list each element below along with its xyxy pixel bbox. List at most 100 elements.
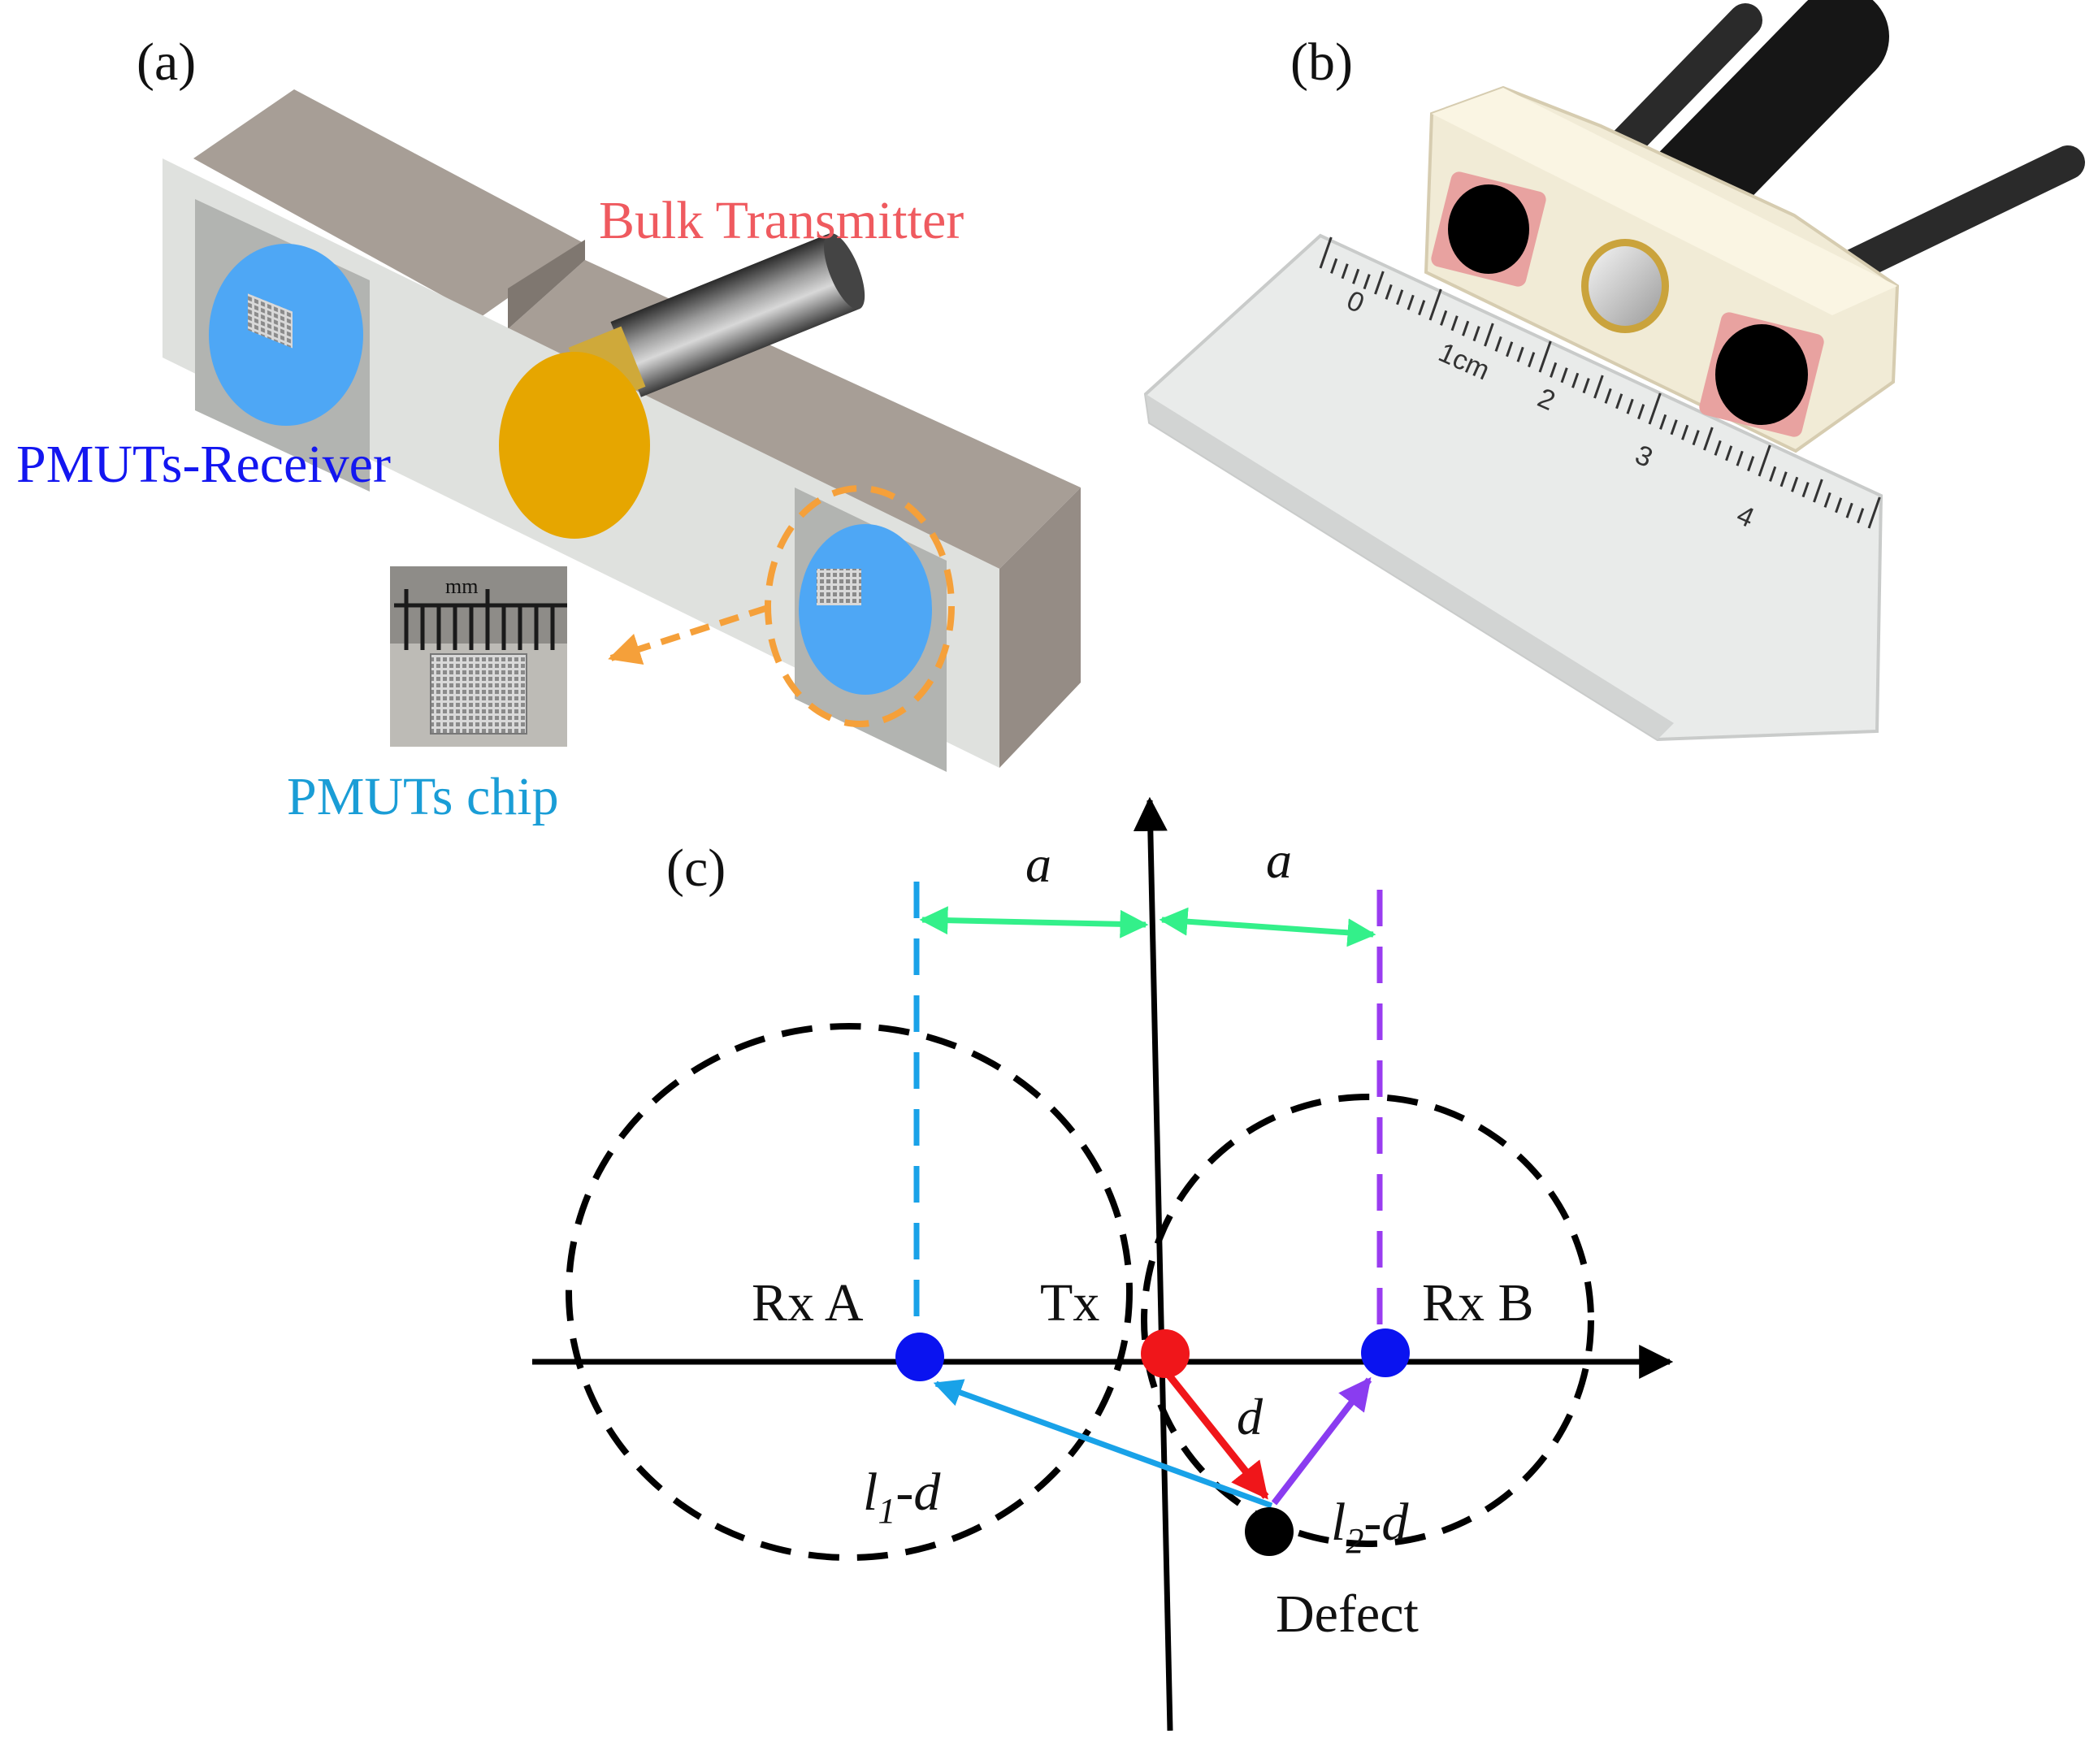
- bulk-transmitter-label: Bulk Transmitter: [599, 191, 964, 250]
- chip-callout-circle: [765, 485, 955, 727]
- defect-label: Defect: [1276, 1584, 1419, 1644]
- ruler-tick: [1714, 440, 1722, 456]
- panel-a-label: (a): [137, 33, 196, 92]
- l1-base: l: [863, 1463, 878, 1522]
- ruler-tick: [1703, 427, 1714, 451]
- tx-label: Tx: [1040, 1273, 1099, 1333]
- probe-housing-side: [999, 488, 1081, 768]
- ruler-tick: [1484, 323, 1494, 347]
- panel-a: (a): [16, 33, 1081, 826]
- ruler-tick: [1352, 268, 1360, 284]
- ruler-tick: [1637, 404, 1645, 420]
- ruler-tick: [1450, 315, 1459, 332]
- transmitter-disk: [499, 352, 650, 539]
- ruler-tick: [1670, 419, 1678, 436]
- ruler-tick: [1758, 444, 1771, 477]
- ruler-tick: [1692, 430, 1700, 446]
- panel-b-label: (b): [1290, 33, 1353, 92]
- ruler-tick: [1440, 310, 1448, 326]
- ruler-tick: [1428, 288, 1442, 321]
- spacing-arrow-right: [1159, 907, 1376, 947]
- spacing-arrow-left: [919, 906, 1149, 938]
- ruler-tick: [1857, 508, 1865, 524]
- ruler-tick: [1779, 471, 1788, 488]
- ruler-tick: [1407, 294, 1415, 310]
- right-receiver-disk: [799, 524, 932, 695]
- ruler-tick: [1528, 352, 1536, 368]
- left-pmut-chip-icon: [248, 293, 293, 349]
- d-label: d: [1237, 1388, 1264, 1445]
- l2-base: l: [1331, 1493, 1346, 1552]
- ruler-tick: [1769, 466, 1777, 482]
- chip-callout-arrow: [608, 605, 769, 665]
- defect-to-rx-a-path: [933, 1379, 1273, 1509]
- rx-b-dot: [1361, 1328, 1410, 1377]
- l2-subscript: 2: [1346, 1521, 1363, 1561]
- spacing-label-right: a: [1266, 831, 1292, 889]
- ruler-edge: [1146, 394, 1674, 739]
- ruler-tick: [1550, 362, 1558, 378]
- pmuts-chip-label: PMUTs chip: [287, 767, 559, 826]
- ruler-tick: [1341, 263, 1349, 280]
- y-axis: [1133, 796, 1173, 1731]
- l2-d-label: l2-d: [1331, 1493, 1409, 1561]
- ruler-tick: [1418, 300, 1426, 316]
- ruler-tick: [1516, 346, 1524, 362]
- ruler-tick: [1725, 445, 1733, 462]
- ruler-tick: [1867, 496, 1881, 529]
- ruler-tick: [1791, 476, 1799, 492]
- rx-a-ellipse: [566, 1023, 1133, 1561]
- ruler-tick: [1626, 398, 1634, 414]
- ruler-tick: [1538, 340, 1552, 373]
- ruler-tick: [1582, 378, 1590, 394]
- ruler-tick: [1681, 424, 1689, 440]
- ruler-tick: [1363, 274, 1371, 290]
- ruler-tick: [1747, 456, 1755, 472]
- ruler-tick: [1472, 326, 1480, 342]
- l1-suffix: -d: [895, 1463, 941, 1522]
- ruler-tick: [1593, 375, 1604, 399]
- ruler-tick: [1396, 289, 1404, 306]
- ruler-tick: [1571, 372, 1580, 388]
- tx-to-defect-path: [1163, 1369, 1269, 1500]
- l1-d-label: l1-d: [863, 1463, 941, 1531]
- ruler-tick: [1319, 236, 1333, 269]
- ruler-tick: [1736, 450, 1744, 466]
- probe-housing-top: [193, 89, 585, 317]
- panel-c-label: (c): [666, 839, 726, 898]
- ruler-tick: [1385, 284, 1393, 300]
- spacing-label-left: a: [1025, 835, 1051, 893]
- tx-dot: [1141, 1329, 1190, 1378]
- ruler-tick: [1374, 271, 1385, 295]
- ruler-tick: [1604, 388, 1612, 404]
- ruler-tick: [1494, 336, 1502, 352]
- defect-to-rx-b-path: [1271, 1376, 1372, 1506]
- defect-dot: [1245, 1507, 1294, 1556]
- transmitter-slot: [508, 240, 585, 329]
- ruler-tick: [1506, 341, 1514, 358]
- l1-subscript: 1: [878, 1491, 895, 1531]
- ruler-tick: [1813, 479, 1823, 503]
- rx-a-label: Rx A: [752, 1273, 864, 1333]
- ruler-tick: [1845, 502, 1853, 518]
- ruler-tick: [1801, 482, 1810, 498]
- probe-photo-housing-top: [1432, 88, 1897, 315]
- ruler-tick: [1560, 367, 1568, 384]
- ruler-tick: [1648, 392, 1662, 425]
- rx-b-circle: [1141, 1094, 1594, 1547]
- panel-b: (b) 0 1cm 2 3 4: [1143, 0, 2085, 742]
- ruler-tick: [1330, 258, 1338, 274]
- ruler-tick: [1835, 497, 1843, 514]
- right-pmut-chip-icon: [817, 569, 861, 605]
- ruler-tick: [1659, 414, 1667, 430]
- rx-b-label: Rx B: [1422, 1273, 1534, 1333]
- ruler-ticks: [1319, 236, 1881, 529]
- ruler-tick: [1462, 320, 1470, 336]
- pmut-chip-photo: mm: [390, 566, 567, 747]
- rx-a-dot: [895, 1333, 944, 1381]
- chip-photo-scale-text: mm: [445, 574, 478, 598]
- pmuts-receiver-label: PMUTs-Receiver: [16, 435, 391, 494]
- probe-photo-sensors: [1431, 171, 1824, 437]
